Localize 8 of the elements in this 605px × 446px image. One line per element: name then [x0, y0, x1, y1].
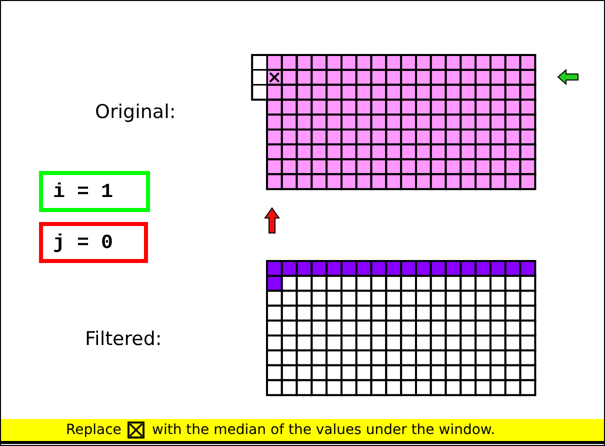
caption-text: Replace — [66, 421, 122, 439]
caption-text: with the median of the values under the window. — [152, 421, 496, 439]
variable-box — [39, 171, 150, 212]
variable-value: i = 1 — [53, 181, 114, 204]
row-label: Original: — [95, 100, 176, 124]
variable-value: j = 0 — [53, 232, 114, 255]
variable-box — [39, 222, 148, 263]
row-label: Filtered: — [85, 327, 162, 351]
